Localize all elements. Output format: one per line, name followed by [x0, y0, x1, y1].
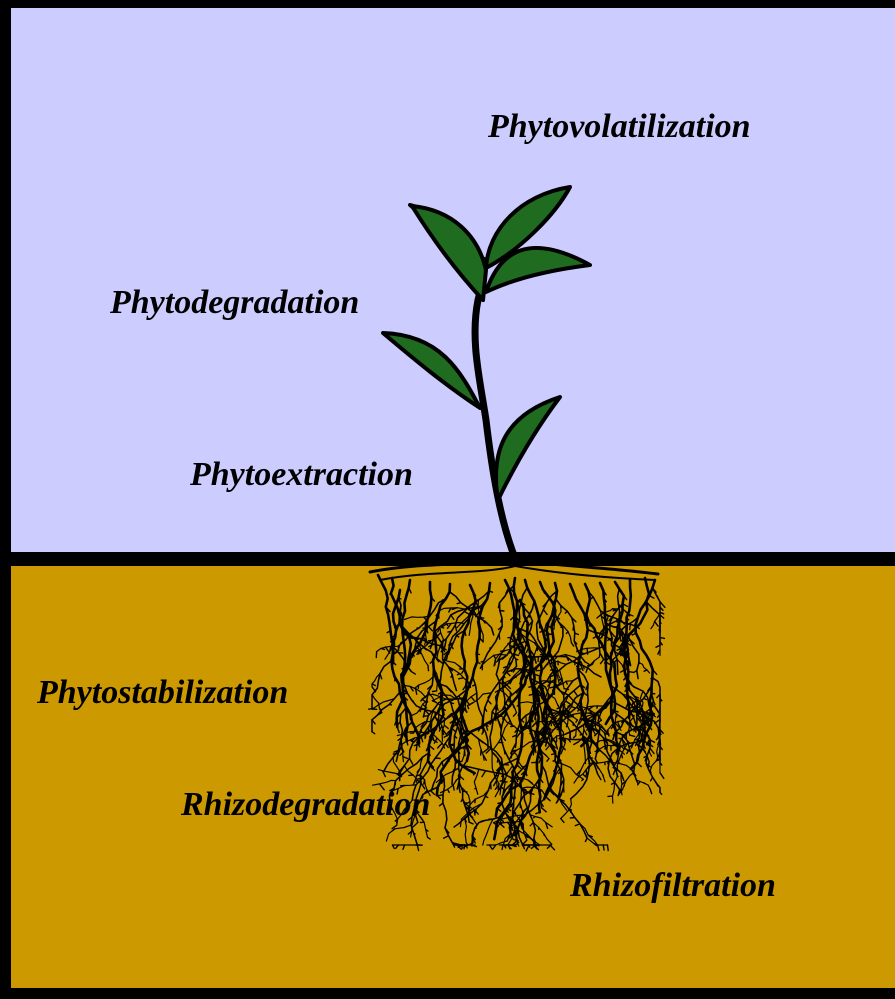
root-strand: [433, 691, 437, 692]
root-strand: [603, 845, 604, 850]
root-strand: [459, 678, 464, 679]
phytoextraction-label: Phytoextraction: [190, 458, 413, 492]
rhizofiltration-label: Rhizofiltration: [570, 869, 776, 903]
air-region: [11, 8, 895, 552]
root-strand: [502, 845, 503, 850]
phytostabilization-label: Phytostabilization: [37, 676, 288, 710]
phytovolatilization-label: Phytovolatilization: [488, 110, 751, 144]
root-strand: [428, 665, 429, 670]
root-strand: [630, 624, 631, 630]
root-strand: [453, 785, 454, 790]
root-strand: [369, 708, 374, 709]
root-strand: [498, 784, 499, 789]
phytodegradation-label: Phytodegradation: [110, 286, 359, 320]
root-strand: [608, 845, 609, 851]
root-strand: [564, 689, 568, 690]
rhizodegradation-label: Rhizodegradation: [181, 788, 430, 822]
